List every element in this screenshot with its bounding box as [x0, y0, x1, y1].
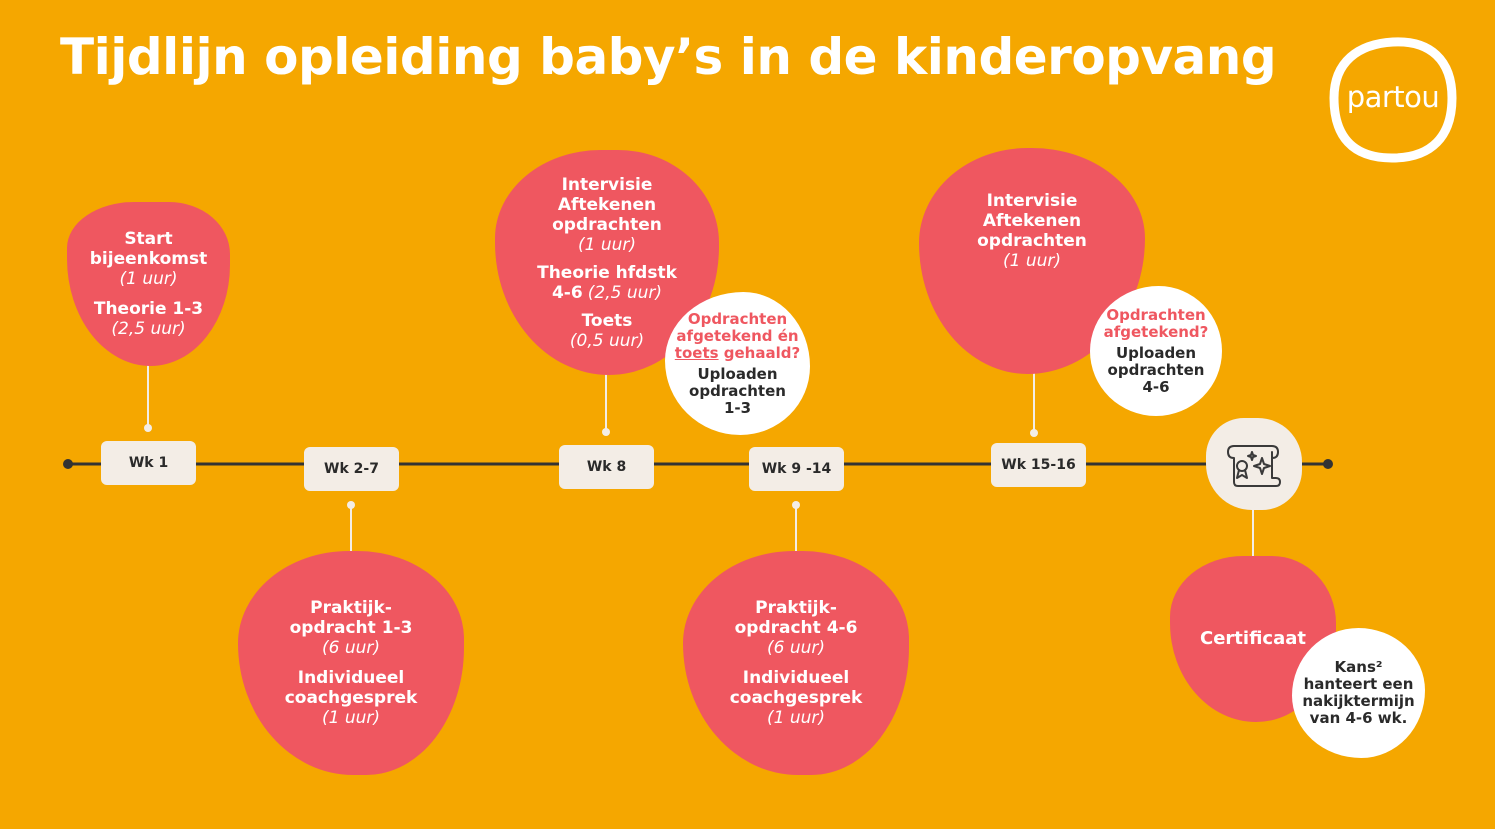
bubble-wk15-q1: Opdrachten	[1106, 305, 1206, 324]
blob-wk9-hours2: (1 uur)	[766, 708, 826, 728]
bubble-cert-t4: van 4-6 wk.	[1309, 709, 1408, 727]
blob-wk15-16: Intervisie Aftekenen opdrachten (1 uur)	[919, 148, 1145, 374]
bubble-wk15-t3: 4-6	[1142, 377, 1170, 396]
bubble-wk8-t1: Uploaden	[697, 364, 778, 383]
blob-wk9-line2: opdracht 4-6	[734, 618, 858, 638]
blob-wk15-line2: Aftekenen	[982, 211, 1082, 231]
blob-wk15-line3: opdrachten	[977, 231, 1087, 251]
blob-wk1-line1: Start	[124, 229, 173, 249]
connector-dot-wk15	[1030, 429, 1038, 437]
blob-wk1-hours1: (1 uur)	[119, 269, 178, 289]
bubble-wk8-q2: afgetekend én	[676, 326, 799, 345]
blob-wk8-line2: Aftekenen	[557, 194, 657, 215]
blob-wk9-hours1: (6 uur)	[766, 638, 826, 658]
blob-wk1-hours2: (2,5 uur)	[111, 319, 186, 339]
bubble-cert-t1: Kans²	[1334, 658, 1383, 676]
connector-dot-wk1	[144, 424, 152, 432]
blob-wk15-line1: Intervisie	[986, 191, 1078, 211]
bubble-wk15-16: Opdrachten afgetekend? Uploaden opdracht…	[1090, 286, 1222, 416]
blob-wk2-hours2: (1 uur)	[321, 708, 381, 728]
logo-text: partou	[1346, 80, 1440, 114]
bubble-wk8-q1: Opdrachten	[687, 309, 788, 328]
blob-wk1-line3: Theorie 1-3	[93, 299, 204, 319]
blob-wk1-line2: bijeenkomst	[89, 249, 208, 269]
blob-wk8-line6: Toets	[581, 310, 633, 331]
blob-wk8-hours1: (1 uur)	[577, 234, 637, 255]
blob-cert-line1: Certificaat	[1200, 628, 1306, 649]
bubble-wk15-t2: opdrachten	[1107, 360, 1205, 379]
blob-wk8-line1: Intervisie	[561, 174, 653, 195]
timeline-end-dot	[1323, 459, 1333, 469]
bubble-cert-t3: nakijktermijn	[1302, 692, 1415, 710]
blob-wk8-line5: 4-6	[551, 282, 583, 303]
bubble-certificaat: Kans² hanteert een nakijktermijn van 4-6…	[1292, 628, 1425, 758]
connector-dot-wk8	[602, 428, 610, 436]
blob-wk2-line1: Praktijk-	[310, 598, 392, 618]
timeline-start-dot	[63, 459, 73, 469]
bubble-wk8-q3b: gehaald?	[718, 343, 801, 362]
week-box-wk2-7: Wk 2-7	[304, 447, 399, 491]
blob-wk9-line4: coachgesprek	[729, 688, 863, 708]
bubble-wk8: Opdrachten afgetekend én toets gehaald? …	[665, 292, 810, 435]
logo-shape-icon	[1329, 37, 1457, 163]
blob-wk8-line3: opdrachten	[552, 214, 662, 235]
bubble-cert-t2: hanteert een	[1303, 675, 1414, 693]
blob-wk8-hours3: (0,5 uur)	[569, 330, 645, 351]
blob-wk8-hours2: (2,5 uur)	[587, 282, 663, 303]
blob-wk8-line4: Theorie hfdstk	[537, 262, 677, 283]
blob-wk1: Start bijeenkomst (1 uur) Theorie 1-3 (2…	[67, 202, 230, 366]
connector-dot-wk2	[347, 501, 355, 509]
bubble-wk8-t2: opdrachten	[689, 381, 786, 400]
week-box-wk8: Wk 8	[559, 445, 654, 489]
blob-wk2-line4: coachgesprek	[284, 688, 418, 708]
blob-wk2-7: Praktijk- opdracht 1-3 (6 uur) Individue…	[238, 551, 464, 775]
partou-logo: partou	[1328, 36, 1458, 164]
blob-wk2-line3: Individueel	[297, 668, 405, 688]
connector-dot-wk9	[792, 501, 800, 509]
blob-wk15-hours1: (1 uur)	[1002, 251, 1062, 271]
blob-wk2-line2: opdracht 1-3	[289, 618, 413, 638]
bubble-wk8-q3a: toets	[674, 343, 719, 362]
certificate-box	[1206, 418, 1302, 510]
bubble-wk15-t1: Uploaden	[1115, 343, 1197, 362]
page-title: Tijdlijn opleiding baby’s in de kinderop…	[60, 28, 1277, 86]
week-box-wk1: Wk 1	[101, 441, 196, 485]
bubble-wk8-t3: 1-3	[723, 398, 752, 417]
blob-wk9-14: Praktijk- opdracht 4-6 (6 uur) Individue…	[683, 551, 909, 775]
certificate-scroll-icon	[1227, 445, 1281, 487]
blob-wk9-line3: Individueel	[742, 668, 850, 688]
week-box-wk15-16: Wk 15-16	[991, 443, 1086, 487]
blob-wk2-hours1: (6 uur)	[321, 638, 381, 658]
bubble-wk15-q2: afgetekend?	[1103, 322, 1209, 341]
week-box-wk9-14: Wk 9 -14	[749, 447, 844, 491]
blob-wk9-line1: Praktijk-	[755, 598, 837, 618]
